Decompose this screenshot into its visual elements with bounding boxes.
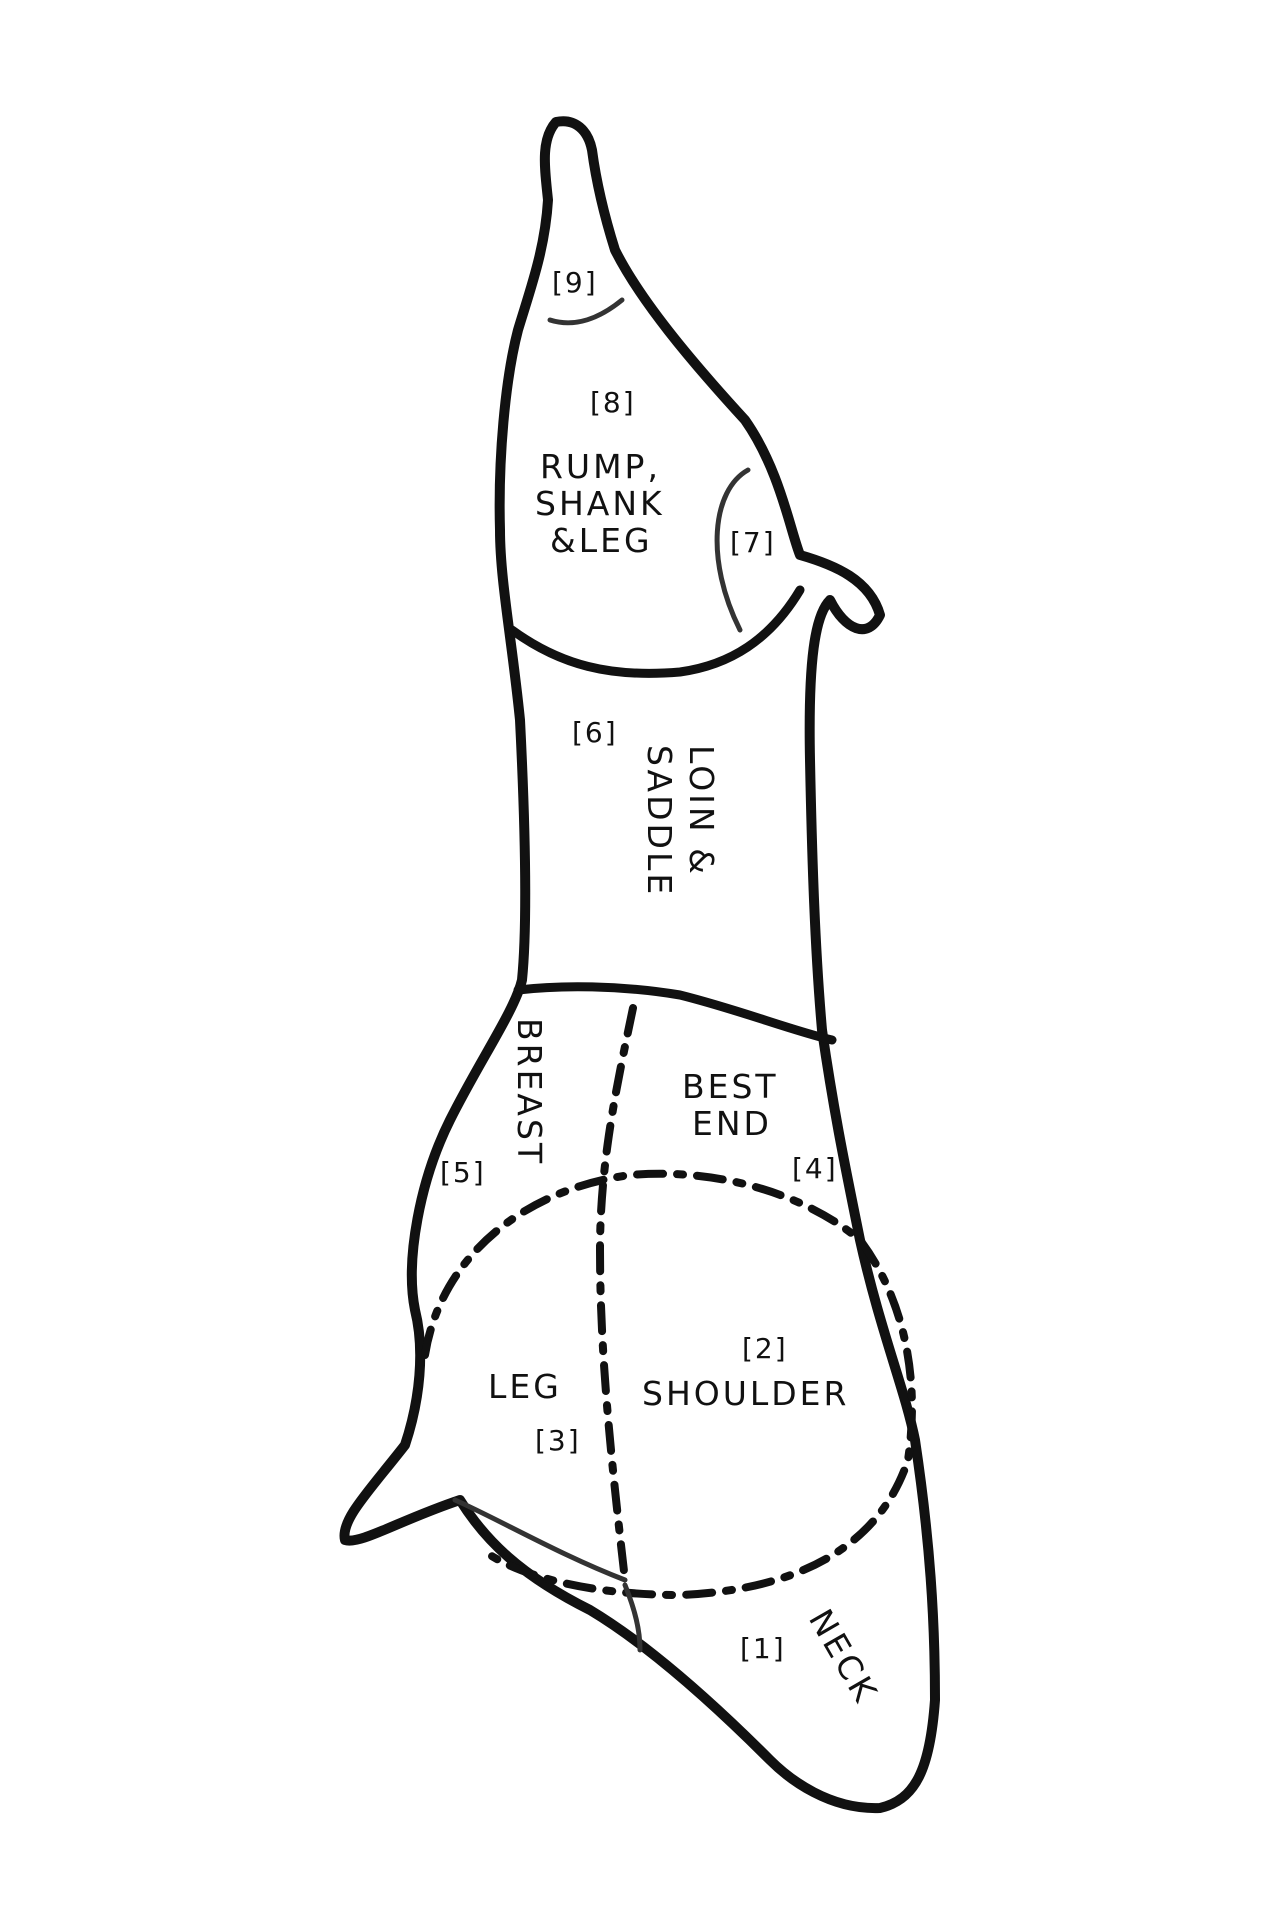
neck-cut-line <box>622 1582 643 1653</box>
shoulder-cut-circle <box>421 1169 916 1600</box>
chump-number: [7] <box>730 526 776 559</box>
chump-cut-line <box>714 467 751 633</box>
loin-label-line1: LOIN & <box>682 745 721 877</box>
rump-number: [8] <box>590 386 636 419</box>
rump-label-line2: SHANK <box>535 484 665 523</box>
best-end-label-line1: BEST <box>682 1067 779 1106</box>
loin-label-line2: SADDLE <box>640 745 679 897</box>
loin-best-end-cut-line <box>513 982 837 1045</box>
leg-label: LEG <box>488 1367 562 1406</box>
leg-number: [3] <box>535 1424 581 1457</box>
hock-cut-line <box>547 297 625 326</box>
carcass-outline <box>339 116 940 1814</box>
shoulder-label: SHOULDER <box>642 1374 849 1413</box>
best-end-label-line2: END <box>692 1104 772 1143</box>
rump-loin-cut-line <box>507 585 805 678</box>
rump-label-line3: &LEG <box>550 521 653 560</box>
shoulder-number: [2] <box>742 1332 788 1365</box>
rump-label-line1: RUMP, <box>540 447 661 486</box>
breast-label: BREAST <box>510 1018 549 1166</box>
vertical-cut-line <box>595 1004 637 1584</box>
fore-shank-cut-line <box>452 1497 628 1583</box>
loin-number: [6] <box>572 716 618 749</box>
neck-number: [1] <box>740 1632 786 1665</box>
best-end-number: [4] <box>792 1152 838 1185</box>
hock-number: [9] <box>552 266 598 299</box>
breast-number: [5] <box>440 1156 486 1189</box>
